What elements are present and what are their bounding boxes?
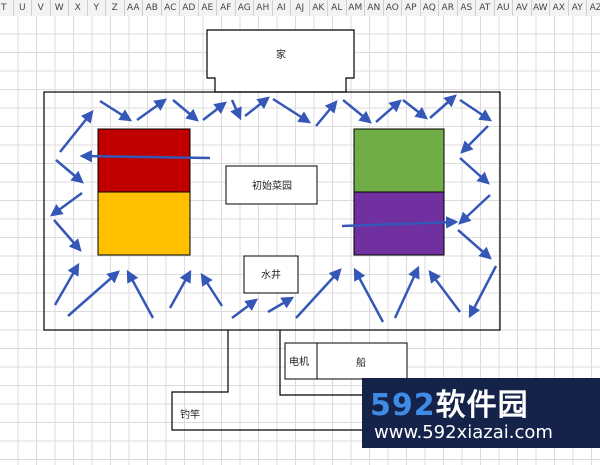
site-watermark: 592软件园 www.592xiazai.com xyxy=(362,378,600,448)
column-header[interactable]: AH xyxy=(254,0,273,16)
watermark-brand-name: 软件园 xyxy=(435,388,529,423)
arrow xyxy=(457,229,492,260)
arrow xyxy=(375,99,402,123)
column-header[interactable]: V xyxy=(32,0,51,16)
column-header[interactable]: Y xyxy=(88,0,106,16)
arrow xyxy=(53,262,80,306)
arrow xyxy=(402,99,428,120)
well-label: 水井 xyxy=(261,268,281,281)
starter-garden-label: 初始菜园 xyxy=(252,179,292,192)
arrow xyxy=(244,96,270,117)
column-header[interactable]: AV xyxy=(513,0,532,16)
column-header[interactable]: AC xyxy=(162,0,180,16)
arrow xyxy=(55,159,84,184)
arrow xyxy=(136,98,168,122)
column-header[interactable]: AZ xyxy=(587,0,600,16)
arrow xyxy=(79,149,211,163)
column-header[interactable]: AL xyxy=(328,0,347,16)
lower-path-right-outline xyxy=(279,330,372,396)
red-field xyxy=(97,128,191,193)
home-label: 家 xyxy=(276,48,286,61)
column-header[interactable]: AK xyxy=(310,0,328,16)
column-header[interactable]: AS xyxy=(458,0,476,16)
lower-path-outline xyxy=(171,330,372,431)
arrow xyxy=(49,191,83,217)
column-header[interactable]: AX xyxy=(550,0,569,16)
starter-garden-box xyxy=(225,165,318,205)
arrow xyxy=(168,269,192,309)
column-header[interactable]: AN xyxy=(365,0,384,16)
arrow xyxy=(295,268,342,319)
arrow xyxy=(428,270,461,313)
well-box xyxy=(243,255,299,294)
arrow xyxy=(230,99,242,121)
arrow xyxy=(202,101,227,121)
generator-label: 电机 xyxy=(289,355,309,368)
arrow xyxy=(459,157,490,185)
farm-layout-diagram: 家 初始菜园 水井 钓竿 电机 船 xyxy=(43,29,501,431)
column-header[interactable]: Z xyxy=(106,0,125,16)
column-header[interactable]: AJ xyxy=(291,0,310,16)
arrow xyxy=(468,265,498,319)
column-header[interactable]: W xyxy=(51,0,69,16)
home-outline xyxy=(206,29,355,93)
arrow xyxy=(53,219,82,252)
column-header[interactable]: AU xyxy=(495,0,513,16)
arrow xyxy=(172,99,199,122)
watermark-brand-number: 592 xyxy=(370,388,436,423)
main-yard-outline xyxy=(43,91,501,331)
column-header[interactable]: T xyxy=(0,0,14,16)
column-header[interactable]: AF xyxy=(217,0,236,16)
arrow xyxy=(126,269,155,319)
arrow xyxy=(200,272,224,307)
column-header[interactable]: AW xyxy=(532,0,550,16)
column-header[interactable]: AT xyxy=(476,0,495,16)
arrow xyxy=(393,265,420,319)
yellow-field xyxy=(97,191,191,256)
column-header[interactable]: AA xyxy=(125,0,143,16)
arrow xyxy=(67,270,120,317)
column-header[interactable]: AO xyxy=(384,0,402,16)
movement-arrows xyxy=(49,94,498,323)
column-header[interactable]: X xyxy=(69,0,88,16)
arrow xyxy=(459,98,493,122)
arrow xyxy=(99,99,133,122)
column-header[interactable]: AD xyxy=(180,0,199,16)
arrow xyxy=(272,97,312,124)
arrow xyxy=(267,296,295,314)
green-field xyxy=(353,128,445,193)
arrow xyxy=(342,99,372,124)
arrow xyxy=(231,298,258,319)
arrow xyxy=(429,94,457,119)
column-header[interactable]: AM xyxy=(347,0,365,16)
column-header[interactable]: AI xyxy=(273,0,291,16)
watermark-url: www.592xiazai.com xyxy=(374,422,553,443)
column-header[interactable]: AR xyxy=(439,0,458,16)
arrow xyxy=(341,216,459,229)
arrow xyxy=(460,125,489,154)
column-header[interactable]: AE xyxy=(199,0,217,16)
arrow xyxy=(458,194,491,225)
arrow xyxy=(59,110,94,153)
column-header[interactable]: AP xyxy=(402,0,421,16)
column-header[interactable]: AQ xyxy=(421,0,439,16)
boat-box xyxy=(316,342,408,380)
column-header[interactable]: AB xyxy=(143,0,162,16)
column-header[interactable]: AG xyxy=(236,0,254,16)
column-header[interactable]: U xyxy=(14,0,32,16)
column-header[interactable]: AY xyxy=(569,0,587,16)
spreadsheet-grid[interactable]: 家 初始菜园 水井 钓竿 电机 船 xyxy=(0,16,600,465)
arrow xyxy=(353,267,385,323)
boat-label: 船 xyxy=(356,356,366,369)
fishing-rod-label: 钓竿 xyxy=(180,408,200,421)
arrow xyxy=(315,100,338,127)
watermark-brand: 592软件园 xyxy=(370,380,529,424)
